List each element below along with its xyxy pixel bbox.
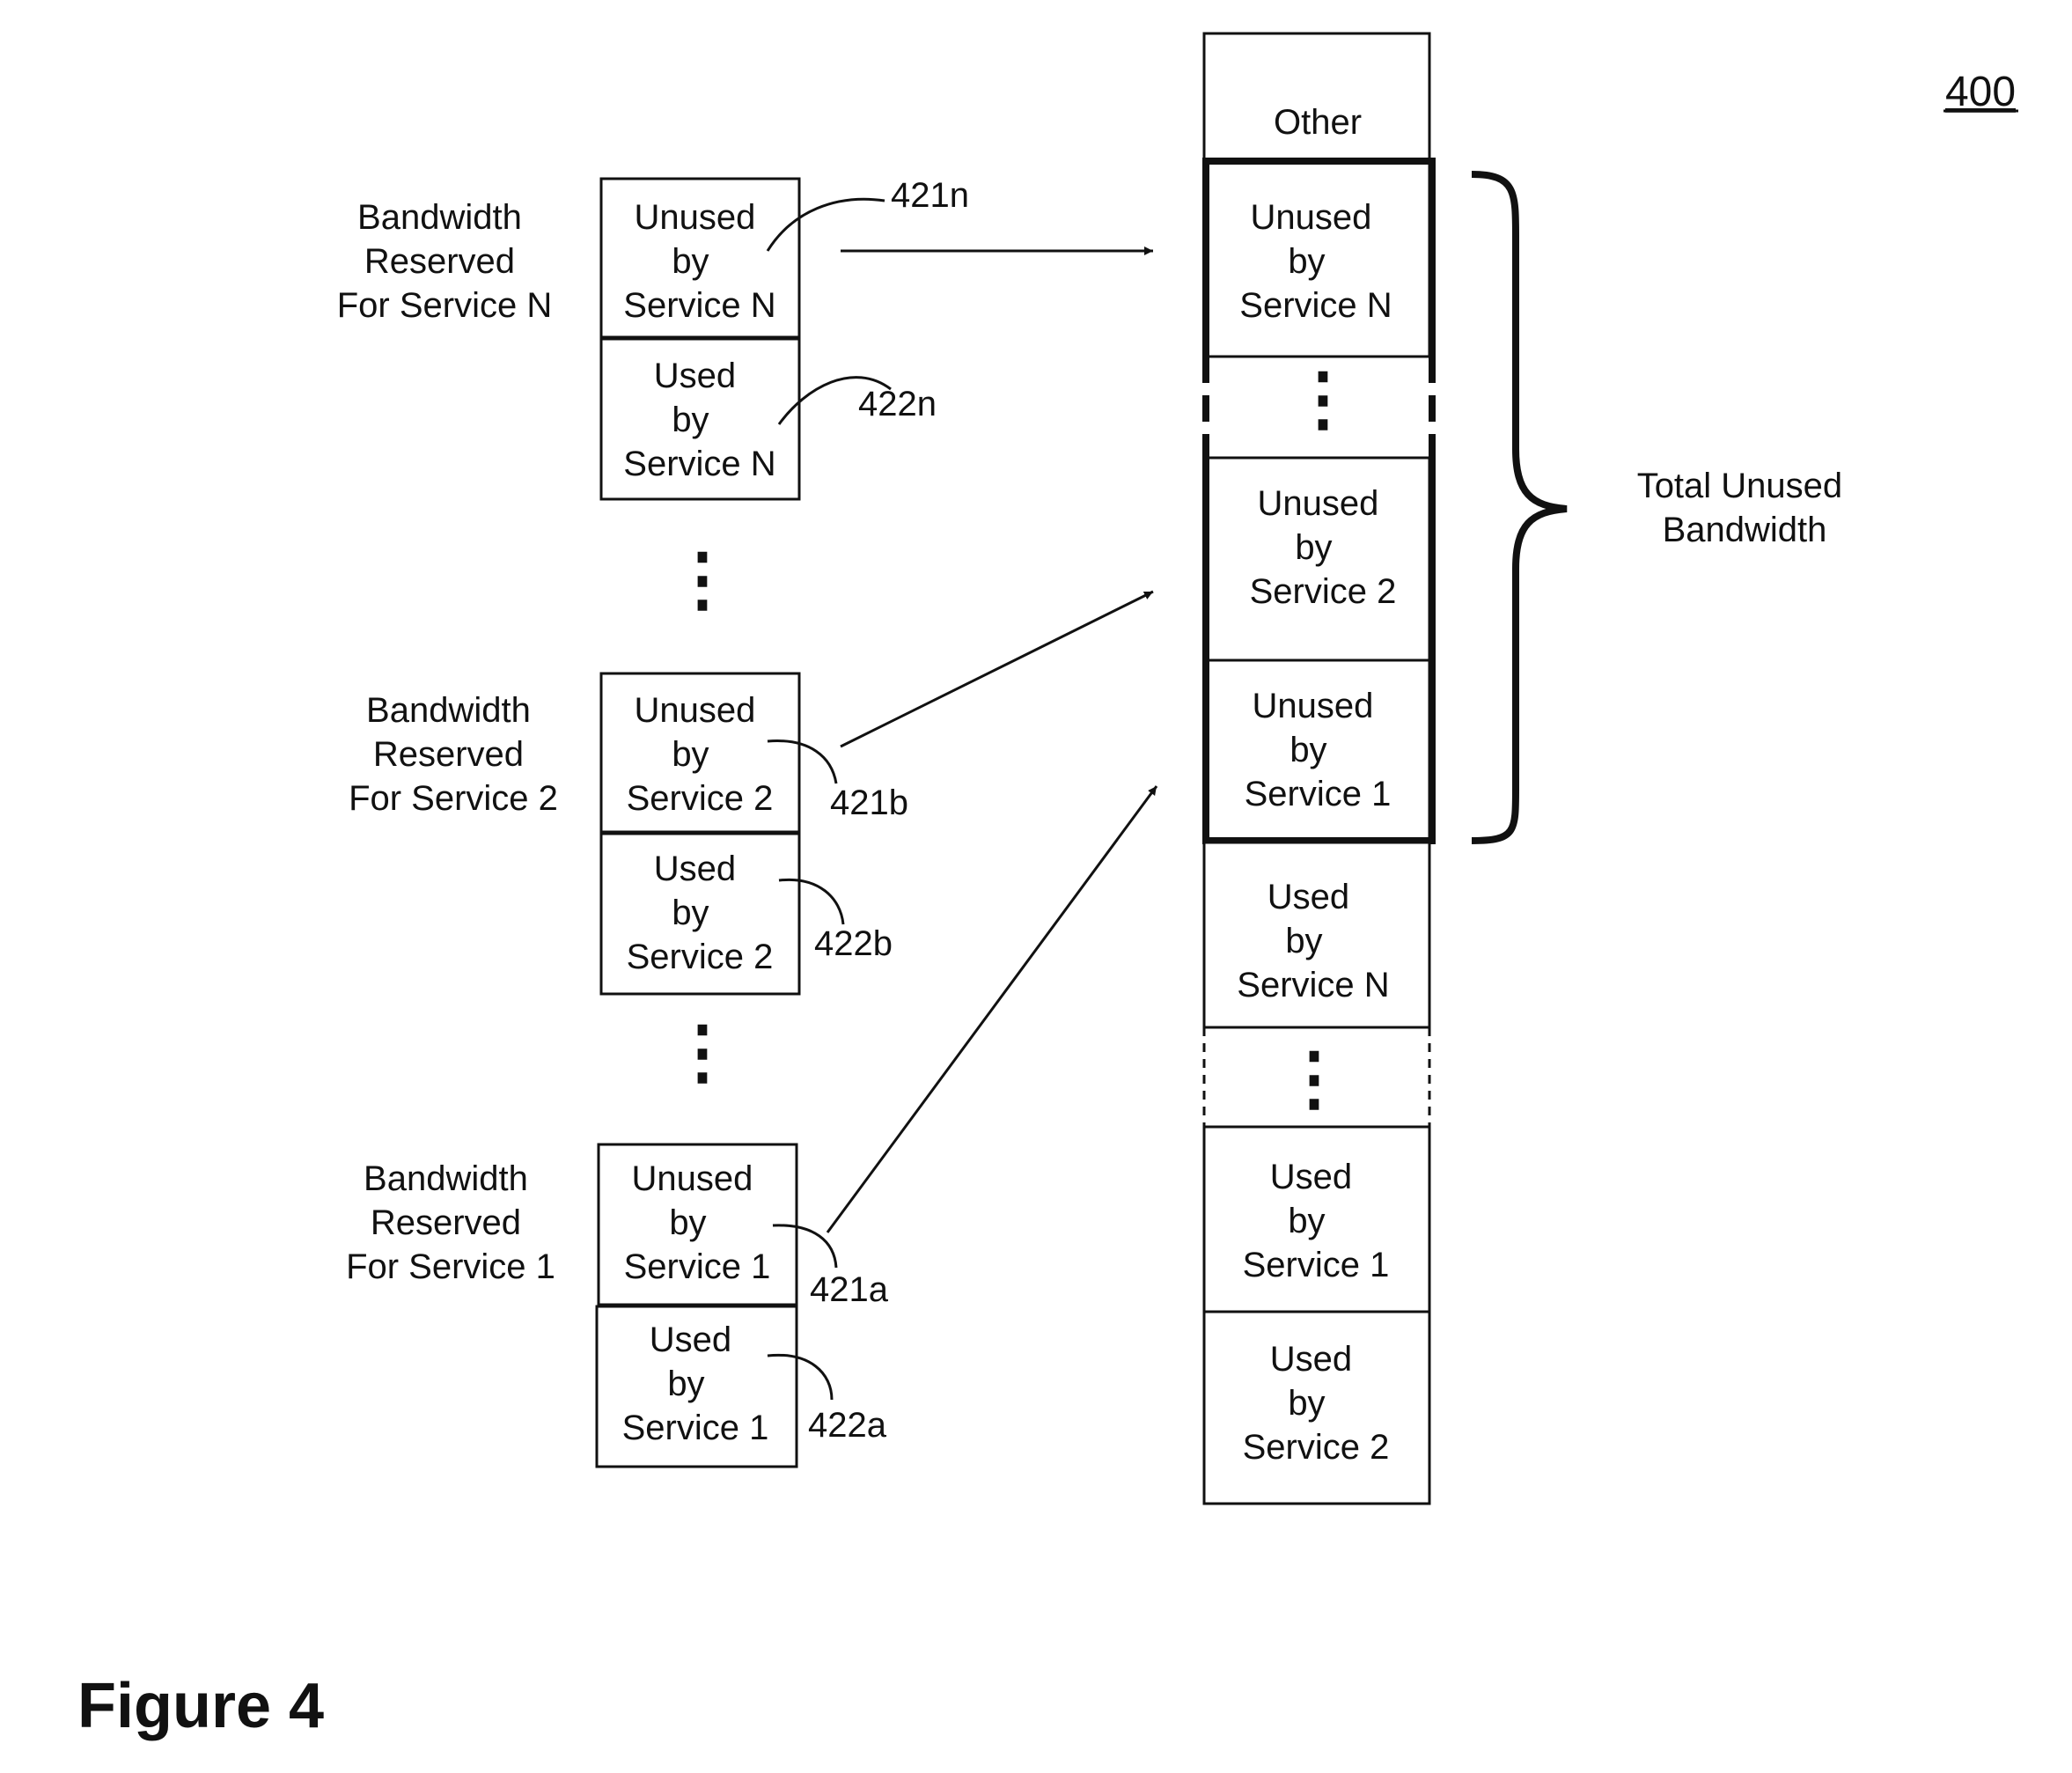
arrow-service-1 [827,786,1157,1232]
ref-421b: 421b [830,784,908,822]
left-ellipsis-1: ⋮ [667,540,738,618]
arrow-service-2 [841,592,1153,747]
ref-421n: 421n [891,176,969,215]
right-ellipsis-2: ⋮ [1279,1039,1349,1117]
right-ellipsis-1: ⋮ [1288,359,1358,438]
service-2-label: Bandwidth Reserved For Service 2 [349,691,558,818]
service-2-group: Bandwidth Reserved For Service 2 Unused … [349,673,908,994]
total-unused-brace [1472,174,1567,841]
total-unused-bandwidth-label: Total Unused Bandwidth [1637,467,1853,549]
other-box [1204,33,1429,161]
ref-422a: 422a [808,1406,887,1445]
other-text: Other [1274,103,1362,142]
ref-421a: 421a [810,1270,889,1309]
ref-422b: 422b [814,924,893,963]
ref-422n: 422n [858,385,937,423]
left-ellipsis-2: ⋮ [667,1012,738,1091]
service-n-group: Bandwidth Reserved For Service N Unused … [337,176,969,499]
service-1-label: Bandwidth Reserved For Service 1 [346,1159,555,1286]
service-1-group: Bandwidth Reserved For Service 1 Unused … [346,1144,889,1467]
total-bandwidth-column: Other Unused by Service N ⋮ Unused by Se… [1204,33,1432,1504]
service-n-label: Bandwidth Reserved For Service N [337,198,553,325]
figure-title: Figure 4 [77,1671,324,1741]
figure-ref-400: 400 [1945,69,2016,115]
